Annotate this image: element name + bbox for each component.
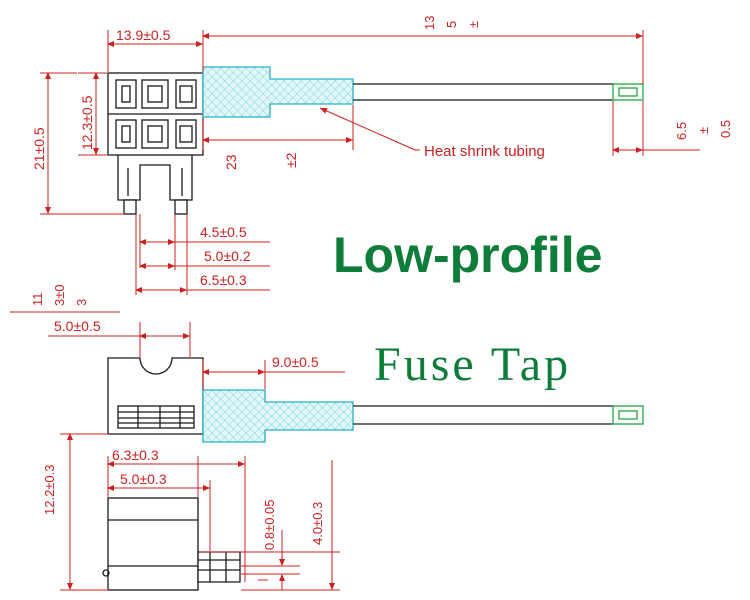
dim-total-length-a: 13 — [422, 16, 437, 30]
side-view: 5.0±0.5 9.0±0.5 12.2±0.3 — [42, 318, 644, 591]
dim-strip-a: 6.5 — [674, 122, 689, 140]
dim-strip-c: 0.5 — [718, 120, 733, 138]
dim-blade-spacing: 5.0±0.2 — [204, 248, 251, 264]
dim-blade-width: 4.5±0.5 — [200, 224, 247, 240]
dim-lead-offset: 9.0±0.5 — [272, 354, 319, 370]
title-low-profile: Low-profile — [333, 227, 602, 283]
dim-side-height: 12.2±0.3 — [42, 464, 57, 515]
dim-total-length-b: 5 — [444, 21, 459, 28]
side-heat-shrink-tubing — [202, 389, 354, 443]
dim-blade-span: 6.5±0.3 — [200, 272, 247, 288]
dim-tubing-length-a: 23 — [223, 154, 239, 170]
dim-notch-width: 5.0±0.5 — [54, 318, 101, 334]
side-holder-body — [107, 357, 204, 435]
top-heat-shrink-tubing — [202, 66, 354, 118]
dim-side-a: 11 — [30, 293, 45, 307]
end-view: 6.3±0.3 5.0±0.3 0.8±0.05 4.0±0.3 — [102, 447, 340, 591]
dim-end-width-b: 5.0±0.3 — [120, 471, 167, 487]
dim-overall-height: 21±0.5 — [31, 127, 47, 170]
heat-shrink-callout: Heat shrink tubing — [424, 143, 545, 160]
dim-end-width-a: 6.3±0.3 — [112, 447, 159, 463]
top-view: 13.9±0.5 13 5 ± 12.3±0.5 21±0.5 23 ±2 He… — [10, 16, 733, 313]
dim-tubing-length-b: ±2 — [283, 152, 299, 168]
dim-end-thickness: 0.8±0.05 — [262, 499, 277, 550]
dim-side-b: 3±0 — [52, 284, 67, 306]
dim-side-c: 3 — [74, 299, 89, 306]
dim-strip-b: ± — [696, 127, 711, 134]
end-holder-body — [107, 497, 199, 591]
top-blade-left — [123, 199, 137, 215]
title-fuse-tap: Fuse Tap — [374, 338, 571, 391]
dim-top-width: 13.9±0.5 — [116, 27, 171, 43]
dim-total-length-c: ± — [466, 21, 481, 28]
dim-end-height: 4.0±0.3 — [310, 502, 325, 545]
top-blade-right — [174, 199, 188, 215]
dim-body-height: 12.3±0.5 — [79, 95, 95, 150]
